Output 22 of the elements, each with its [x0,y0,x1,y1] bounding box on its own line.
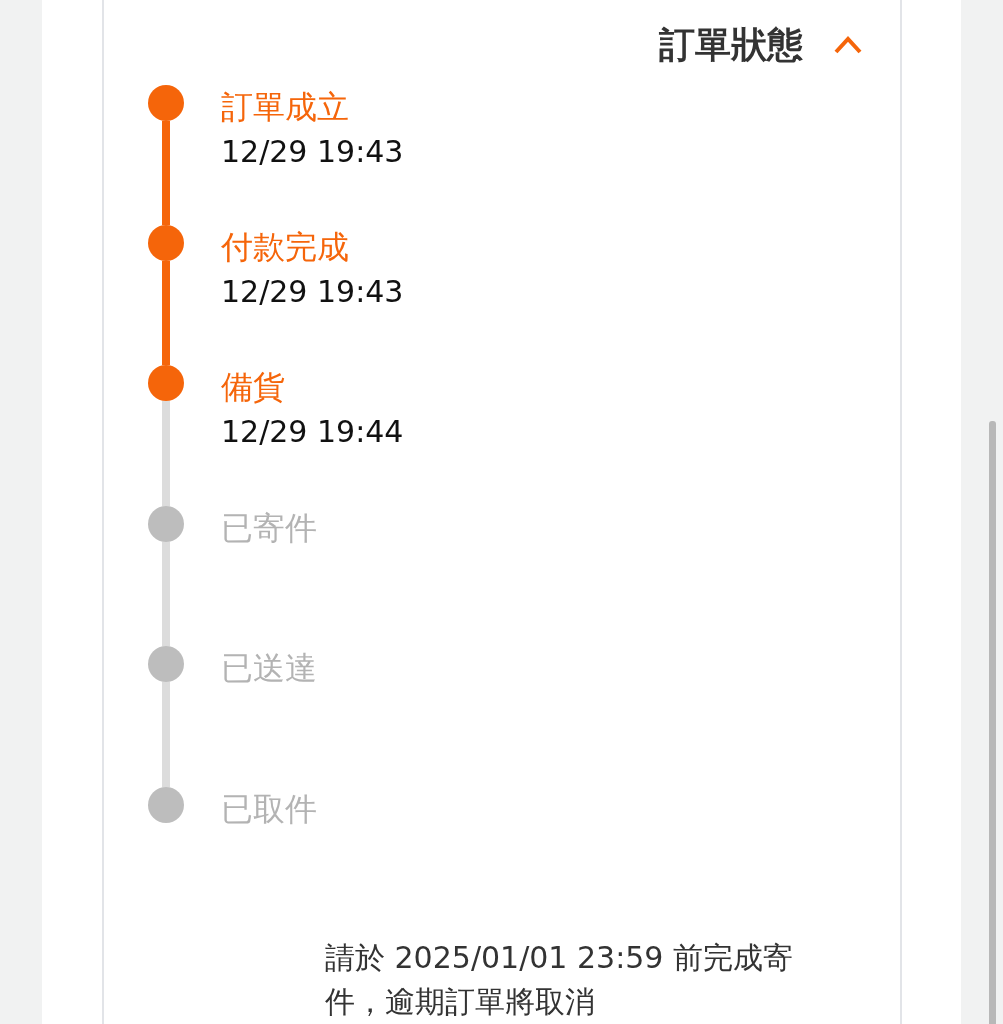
note-text: 請於 2025/01/01 23:59 前完成寄件，逾期訂單將取消 [325,939,794,1021]
timeline-line [162,121,170,225]
timeline-dot [148,365,184,401]
status-label: 備貨 [221,368,285,406]
timeline-line [162,682,170,787]
status-label: 訂單成立 [221,88,349,126]
timeline-dot [148,225,184,261]
timeline-dot [148,646,184,682]
status-label: 已取件 [221,790,317,828]
status-label: 已送達 [221,649,317,687]
timeline-line [162,401,170,506]
timeline-line [162,542,170,646]
timeline-dot [148,506,184,542]
timestamp: 12/29 19:43 [221,274,404,310]
timestamp: 12/29 19:43 [221,134,404,170]
timeline-dot [148,787,184,823]
timeline-line [162,261,170,365]
timeline-dot [148,85,184,121]
status-label: 已寄件 [221,509,317,547]
status-label: 付款完成 [221,228,349,266]
timestamp: 12/29 19:44 [221,414,404,450]
section-title: 訂單狀態 [659,23,803,67]
